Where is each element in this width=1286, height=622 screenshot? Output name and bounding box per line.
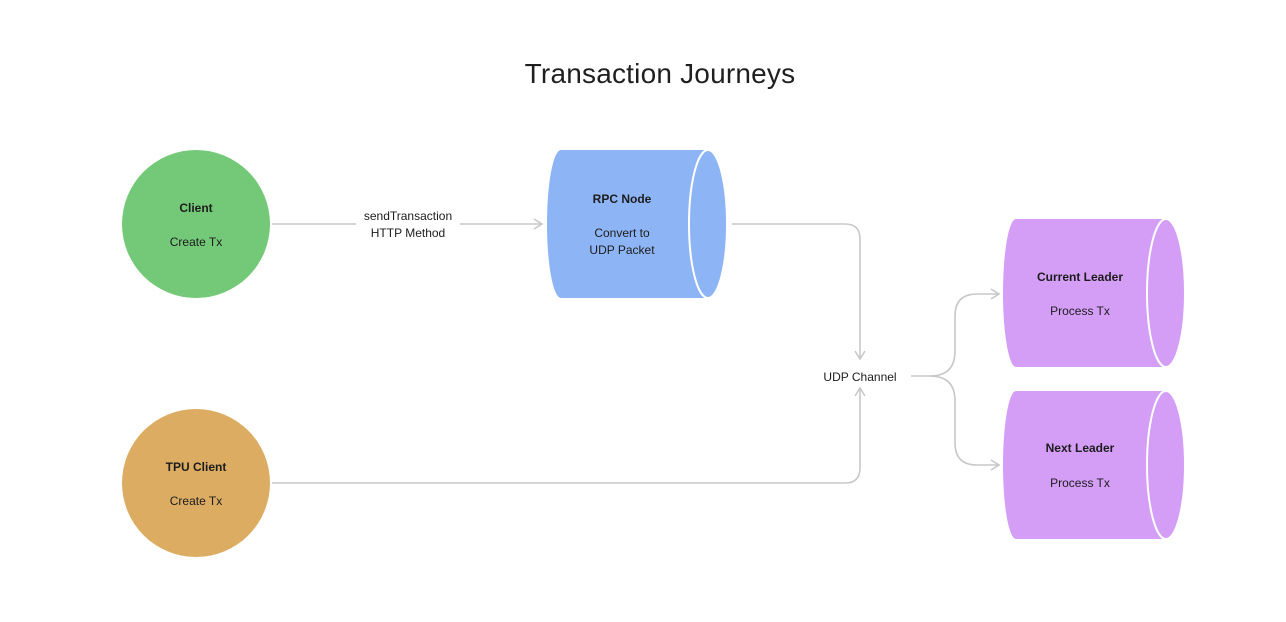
edge-label-line-1: sendTransaction <box>364 209 452 223</box>
tpu-client-title: TPU Client <box>166 460 227 474</box>
diagram-title: Transaction Journeys <box>524 58 796 89</box>
client-circle <box>122 150 270 298</box>
next-leader-title: Next Leader <box>1046 441 1115 455</box>
edges <box>272 218 1001 484</box>
tpu-client-subtitle: Create Tx <box>170 494 222 508</box>
current-leader-title: Current Leader <box>1037 270 1123 284</box>
current-leader-body <box>1003 219 1185 367</box>
edge-label-line-2: HTTP Method <box>371 226 445 240</box>
next-leader-body <box>1003 391 1185 539</box>
current-leader-node: Current Leader Process Tx <box>1003 218 1186 368</box>
current-leader-rim <box>1146 218 1186 368</box>
edge-tpu-to-udp <box>272 386 866 484</box>
rpc-node-body <box>547 150 727 298</box>
tpu-client-node: TPU Client Create Tx <box>122 409 270 557</box>
next-leader-node: Next Leader Process Tx <box>1003 390 1186 540</box>
rpc-node-rim <box>688 149 728 299</box>
rpc-node: RPC Node Convert to UDP Packet <box>547 149 728 299</box>
next-leader-subtitle: Process Tx <box>1050 476 1110 490</box>
rpc-node-title: RPC Node <box>593 192 652 206</box>
edge-udp-to-next-leader <box>929 375 1001 471</box>
client-subtitle: Create Tx <box>170 235 222 249</box>
udp-channel-label: UDP Channel <box>823 370 896 384</box>
tpu-client-circle <box>122 409 270 557</box>
next-leader-rim <box>1146 390 1186 540</box>
rpc-node-subtitle-1: Convert to <box>594 226 650 240</box>
current-leader-subtitle: Process Tx <box>1050 304 1110 318</box>
edge-rpc-to-udp <box>732 223 866 361</box>
client-node: Client Create Tx <box>122 150 270 298</box>
client-title: Client <box>179 201 212 215</box>
edge-udp-to-current-leader <box>911 288 1001 377</box>
rpc-node-subtitle-2: UDP Packet <box>589 243 655 257</box>
